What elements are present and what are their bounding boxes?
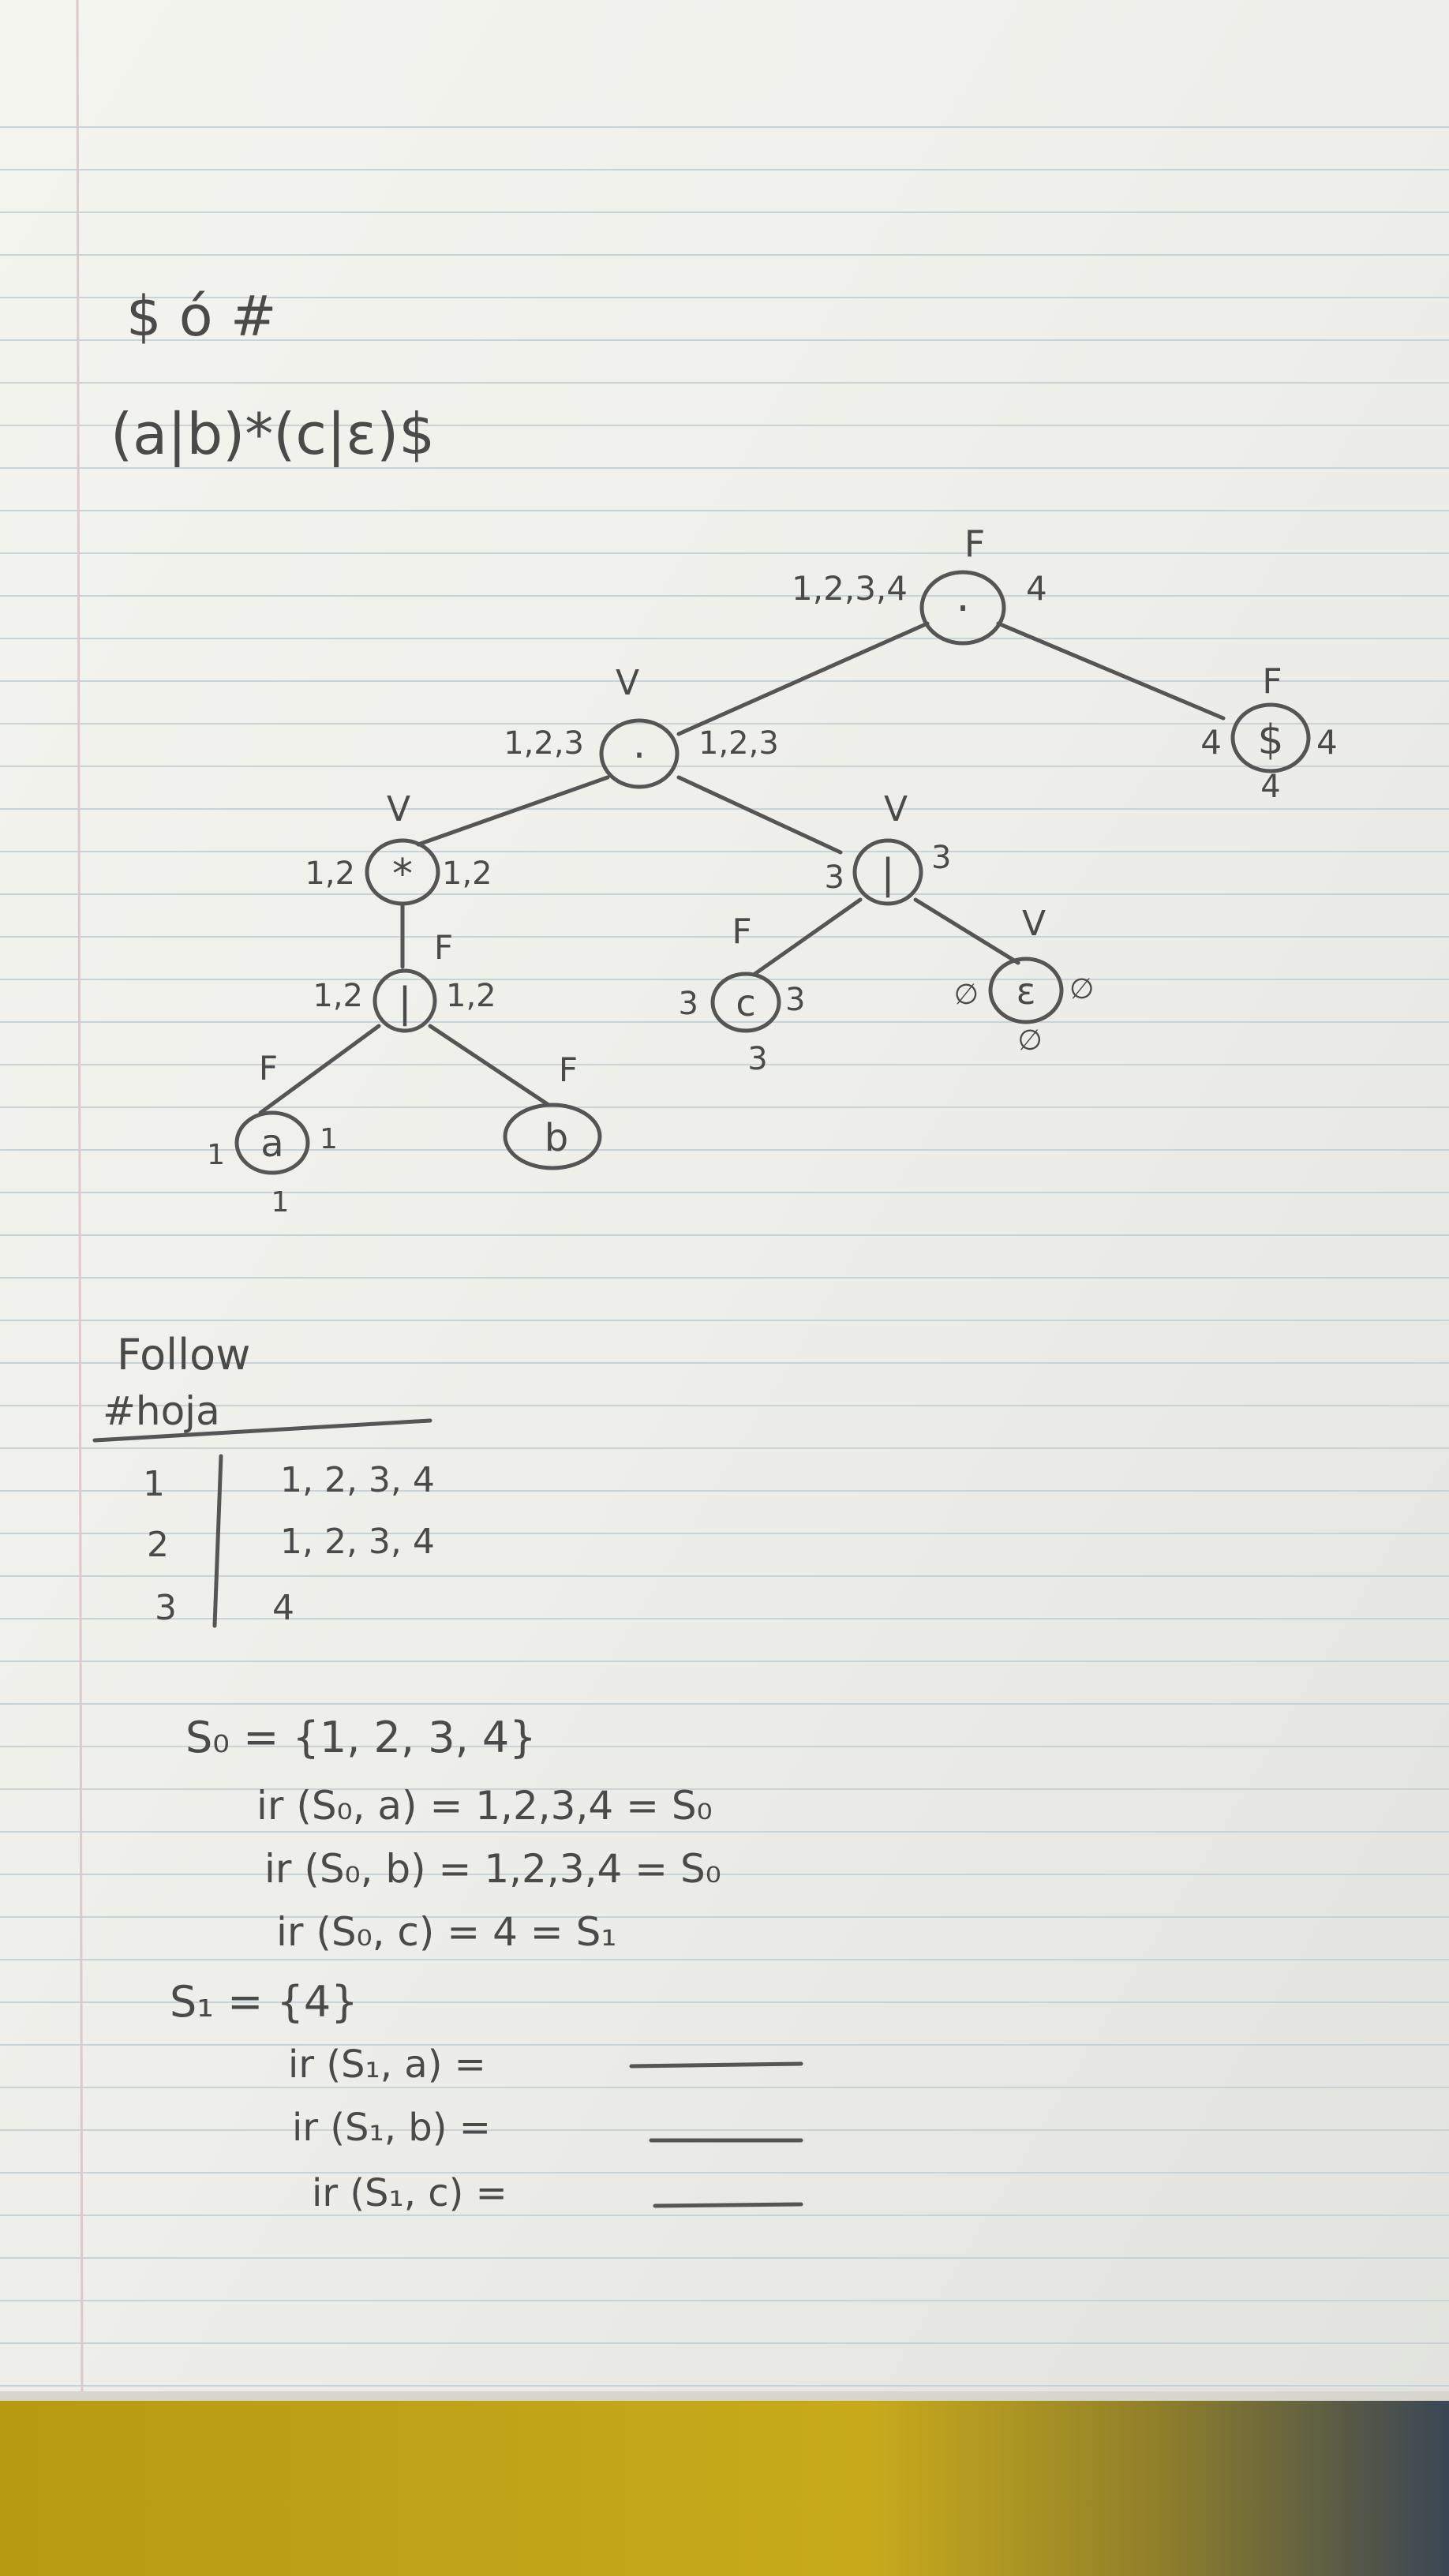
svg-text:ir (S₀, c) = 4 = S₁: ir (S₀, c) = 4 = S₁	[276, 1909, 616, 1955]
svg-text:1: 1	[207, 1139, 225, 1171]
svg-text:1,2: 1,2	[305, 856, 355, 892]
syntax-tree-edges	[258, 621, 1226, 1115]
svg-text:4: 4	[272, 1588, 294, 1628]
svg-text:2: 2	[147, 1525, 169, 1565]
yellow-fabric	[0, 2391, 1449, 2576]
page-bottom-edge	[0, 2391, 1449, 2401]
svg-text:1,2,3: 1,2,3	[504, 725, 584, 762]
follow-table: Follow #hoja 1 1, 2, 3, 4 2 1, 2, 3, 4 3…	[92, 1330, 435, 1628]
svg-text:F: F	[732, 912, 751, 952]
svg-text:b: b	[545, 1116, 568, 1160]
svg-text:3: 3	[825, 859, 844, 896]
tree-leaf-b: b F	[503, 1050, 602, 1170]
follow-title: Follow	[117, 1330, 250, 1380]
svg-text:*: *	[392, 851, 413, 898]
tree-node-star: * V 1,2 1,2	[305, 789, 492, 906]
tree-leaf-a: a F 1 1 1	[207, 1049, 338, 1219]
svg-text:1, 2, 3, 4: 1, 2, 3, 4	[280, 1522, 435, 1562]
svg-text:3: 3	[679, 986, 698, 1022]
svg-text:F: F	[1262, 661, 1282, 702]
svg-text:$: $	[1257, 717, 1283, 764]
svg-text:1: 1	[143, 1464, 165, 1504]
tree-leaf-c: c F 3 3 3	[679, 912, 806, 1077]
svg-text:1: 1	[271, 1186, 290, 1219]
svg-text:c: c	[736, 982, 755, 1024]
svg-text:ir (S₁, b) =: ir (S₁, b) =	[292, 2106, 491, 2150]
svg-text:S₀ = {1, 2, 3, 4}: S₀ = {1, 2, 3, 4}	[185, 1713, 537, 1762]
svg-text:·: ·	[956, 583, 970, 635]
svg-text:3: 3	[931, 840, 951, 876]
svg-text:∅: ∅	[1069, 973, 1094, 1005]
svg-text:4: 4	[1026, 569, 1047, 608]
svg-text:∅: ∅	[1017, 1024, 1042, 1057]
tree-node-or-right: | V 3 3	[825, 789, 951, 906]
svg-text:|: |	[881, 851, 895, 898]
svg-text:ε: ε	[1017, 970, 1036, 1013]
svg-text:4: 4	[1316, 723, 1338, 762]
svg-text:F: F	[559, 1050, 578, 1089]
follow-column-header: #hoja	[103, 1388, 220, 1434]
svg-text:1,2,3: 1,2,3	[698, 725, 779, 762]
state-computations: S₀ = {1, 2, 3, 4} ir (S₀, a) = 1,2,3,4 =…	[170, 1713, 803, 2215]
tree-node-root: · F 1,2,3,4 4	[792, 522, 1047, 646]
svg-text:ir (S₁, a) =: ir (S₁, a) =	[288, 2042, 486, 2087]
svg-text:1: 1	[320, 1123, 338, 1155]
svg-text:1,2: 1,2	[442, 856, 492, 892]
svg-text:ir (S₀, a) = 1,2,3,4 = S₀: ir (S₀, a) = 1,2,3,4 = S₀	[256, 1783, 713, 1829]
svg-text:a: a	[260, 1121, 283, 1166]
svg-text:4: 4	[1200, 723, 1222, 762]
tree-node-concat: · V 1,2,3 1,2,3	[504, 663, 779, 789]
svg-text:3: 3	[747, 1041, 767, 1077]
header-line-2: (a|b)*(c|ε)$	[110, 401, 435, 468]
svg-text:V: V	[387, 789, 410, 829]
svg-text:V: V	[616, 663, 639, 703]
tree-node-or-left: | F 1,2 1,2	[313, 928, 496, 1033]
svg-text:S₁ = {4}: S₁ = {4}	[170, 1977, 358, 2027]
svg-text:1,2,3,4: 1,2,3,4	[792, 569, 908, 608]
svg-text:V: V	[1022, 904, 1046, 944]
svg-text:3: 3	[785, 982, 805, 1018]
svg-text:·: ·	[633, 732, 646, 780]
svg-text:ir (S₀, b) = 1,2,3,4 = S₀: ir (S₀, b) = 1,2,3,4 = S₀	[264, 1846, 721, 1892]
svg-text:1, 2, 3, 4: 1, 2, 3, 4	[280, 1460, 435, 1500]
tree-node-dollar: $ F 4 4 4	[1200, 661, 1337, 805]
svg-text:4: 4	[1260, 769, 1280, 805]
svg-text:ir (S₁, c) =: ir (S₁, c) =	[312, 2171, 507, 2215]
svg-text:∅: ∅	[954, 979, 979, 1011]
svg-text:V: V	[884, 789, 908, 829]
margin-line	[76, 0, 84, 2400]
svg-text:1,2: 1,2	[446, 978, 496, 1014]
svg-text:1,2: 1,2	[313, 978, 363, 1014]
svg-text:F: F	[964, 522, 985, 565]
tree-leaf-epsilon: ε V ∅ ∅ ∅	[954, 904, 1095, 1057]
svg-text:F: F	[434, 928, 453, 967]
svg-text:F: F	[259, 1049, 278, 1088]
ruled-lines	[0, 118, 1449, 2399]
svg-text:3: 3	[155, 1588, 177, 1628]
header-line-1: $ ó #	[126, 284, 277, 349]
svg-text:|: |	[398, 979, 412, 1027]
